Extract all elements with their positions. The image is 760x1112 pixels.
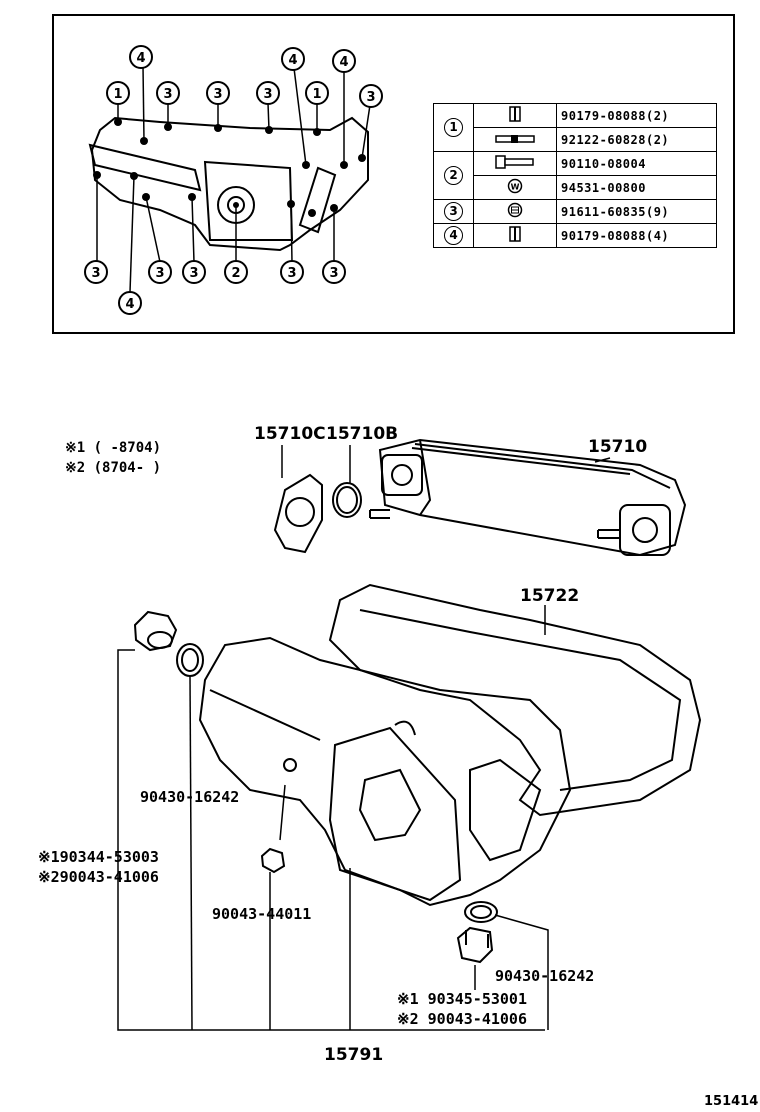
- table-row: 4 90179-08088(4): [433, 223, 717, 248]
- label-15710c: 15710C: [254, 424, 326, 444]
- label-90430-right: 90430-16242: [495, 967, 594, 985]
- callout-4d: 4: [118, 291, 142, 315]
- gasket-washer-right: [464, 901, 498, 923]
- svg-text:1: 1: [312, 87, 321, 102]
- callout-3a: 3: [156, 81, 180, 105]
- part-number: 90179-08088(4): [556, 223, 717, 248]
- label-90043-right: ※2 90043-41006: [397, 1010, 527, 1028]
- label-15791: 15791: [324, 1045, 383, 1065]
- svg-text:3: 3: [155, 266, 164, 281]
- svg-text:3: 3: [263, 87, 272, 102]
- callout-4c: 4: [332, 49, 356, 73]
- table-row: 92122-60828(2): [434, 127, 717, 152]
- callout-1b: 1: [305, 81, 329, 105]
- label-15710: 15710: [588, 437, 647, 457]
- callout-3d: 3: [359, 84, 383, 108]
- nut-icon: [473, 199, 557, 224]
- part-number: 91611-60835(9): [556, 199, 717, 224]
- o-ring-15710b: [332, 482, 362, 518]
- callout-1a: 1: [106, 81, 130, 105]
- svg-text:4: 4: [288, 53, 297, 68]
- callout-3e: 3: [84, 260, 108, 284]
- drain-plug-left: [133, 610, 178, 652]
- svg-text:4: 4: [339, 55, 348, 70]
- note-2: ※2 (8704- ): [65, 460, 161, 476]
- callout-3g: 3: [182, 260, 206, 284]
- svg-text:1: 1: [113, 87, 122, 102]
- inset-callouts: 4 1 3 3 3 1 4 4 3 3 3 3 2 3 3 4: [84, 45, 383, 315]
- callout-4a: 4: [129, 45, 153, 69]
- fastener-dots: [93, 118, 366, 217]
- note-1: ※1 ( -8704): [65, 440, 161, 456]
- callout-4b: 4: [281, 47, 305, 71]
- bolt-hex-head-icon: [473, 223, 557, 248]
- drain-plug-right: [456, 926, 494, 964]
- svg-text:3: 3: [163, 87, 172, 102]
- svg-text:3: 3: [287, 266, 296, 281]
- stud-bolt-icon: [473, 127, 557, 152]
- callout-3h: 3: [280, 260, 304, 284]
- table-key-cell: 4: [433, 223, 474, 248]
- label-15722: 15722: [520, 586, 579, 606]
- washer-icon: W: [473, 175, 557, 200]
- table-row: 3 91611-60835(9): [433, 199, 717, 224]
- svg-text:W: W: [511, 183, 520, 192]
- fastener-inset-frame: [52, 14, 735, 334]
- figure-id: 151414: [704, 1094, 758, 1109]
- svg-text:3: 3: [329, 266, 338, 281]
- svg-text:3: 3: [213, 87, 222, 102]
- label-90430-left: 90430-16242: [140, 788, 239, 806]
- callout-3c: 3: [256, 81, 280, 105]
- label-90344: ※190344-53003: [38, 848, 159, 866]
- svg-text:4: 4: [136, 51, 145, 66]
- oil-cooler-element: [369, 438, 687, 557]
- gasket-15710c: [273, 473, 323, 554]
- gasket-15722: [328, 583, 702, 817]
- exploded-leaders: [117, 445, 611, 1031]
- svg-text:3: 3: [189, 266, 198, 281]
- cooler-cover-15791: [198, 636, 572, 907]
- callout-3f: 3: [148, 260, 172, 284]
- label-90345: ※1 90345-53001: [397, 990, 527, 1008]
- label-15710b: 15710B: [326, 424, 398, 444]
- callout-3i: 3: [322, 260, 346, 284]
- svg-text:2: 2: [231, 266, 240, 281]
- label-90043-44011: 90043-44011: [212, 905, 311, 923]
- callout-2: 2: [224, 260, 248, 284]
- svg-text:4: 4: [125, 297, 134, 312]
- svg-text:3: 3: [91, 266, 100, 281]
- svg-text:3: 3: [366, 90, 375, 105]
- small-plug: [260, 847, 286, 874]
- inset-leaders: [96, 65, 371, 293]
- label-90043-left: ※290043-41006: [38, 868, 159, 886]
- fastener-table: 1 90179-08088(2) 92122-60828(2) 2 90110-…: [433, 103, 717, 248]
- callout-3b: 3: [206, 81, 230, 105]
